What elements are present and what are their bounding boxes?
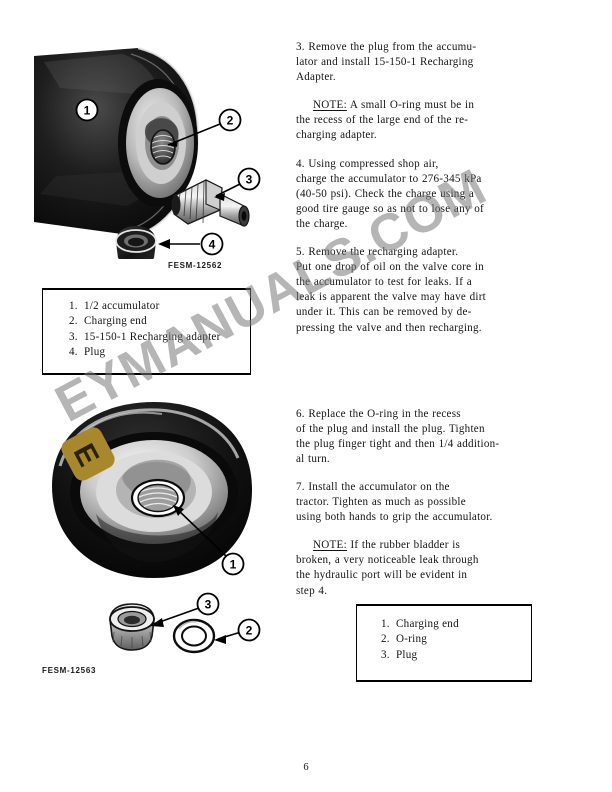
- legend-item: 3. 15-150-1 Recharging adapter: [69, 330, 250, 345]
- o-ring-part: [172, 618, 216, 654]
- paragraph-step-6: 6. Replace the O-ring in the recess of t…: [296, 407, 500, 465]
- svg-text:1: 1: [84, 104, 91, 118]
- plug-part: [115, 226, 157, 259]
- legend-item-number: 3.: [69, 330, 78, 343]
- legend-item-label: 1/2 accumulator: [84, 300, 160, 312]
- note-label: NOTE:: [313, 539, 347, 552]
- legend-item-label: 15-150-1 Recharging adapter: [84, 330, 221, 343]
- svg-text:2: 2: [246, 624, 253, 638]
- callout-1: 1: [75, 98, 99, 122]
- paragraph-step-4: 4. Using compressed shop air, charge the…: [296, 157, 484, 230]
- figure-accumulator-exploded: 1 2 3 4: [30, 44, 270, 259]
- svg-text:1: 1: [230, 558, 237, 572]
- page-number: 6: [303, 762, 309, 773]
- callout-3: 3: [150, 592, 220, 627]
- paragraph-step-5: 5. Remove the recharging adapter. Put on…: [296, 246, 487, 334]
- paragraph-step-7: 7. Install the accumulator on the tracto…: [296, 480, 493, 524]
- figure-caption-top: FESM-12562: [168, 261, 223, 270]
- column-gap-spacer: [296, 349, 558, 407]
- legend-item-number: 3.: [381, 648, 390, 661]
- note-label: NOTE:: [313, 99, 347, 112]
- legend-item-label: Plug: [396, 648, 418, 661]
- svg-text:3: 3: [246, 173, 253, 187]
- figure-caption-bottom: FESM-12563: [42, 666, 97, 675]
- legend-item-label: Charging end: [396, 618, 459, 630]
- accumulator-face: [118, 79, 198, 207]
- paragraph-note-1: NOTE: A small O-ring must be in the rece…: [296, 98, 558, 143]
- callout-4: 4: [158, 232, 224, 256]
- legend-item: 4. Plug: [69, 345, 250, 360]
- legend-list-top: 1. 1/2 accumulator 2. Charging end 3. 15-15…: [43, 290, 250, 370]
- legend-item: 2. Charging end: [69, 314, 250, 329]
- callout-1: 1: [173, 505, 245, 576]
- legend-list-bottom: 1. Charging end 2. O-ring 3. Plug: [357, 606, 531, 674]
- legend-box-top: 1. 1/2 accumulator 2. Charging end 3. 15-15…: [42, 288, 251, 375]
- legend-item-number: 2.: [381, 633, 390, 646]
- svg-text:3: 3: [205, 598, 212, 612]
- legend-item: 1. 1/2 accumulator: [69, 299, 250, 314]
- svg-text:4: 4: [209, 238, 216, 252]
- figure-accumulator-port: 1 3 2: [36, 396, 276, 666]
- callout-2: 2: [214, 618, 261, 644]
- accumulator-port-threads: [151, 135, 175, 159]
- recharging-adapter: [171, 179, 250, 227]
- legend-item-number: 1.: [69, 300, 78, 312]
- note-text: If the rubber bladder is broken, a very …: [296, 539, 479, 597]
- callout-2: 2: [167, 108, 242, 147]
- legend-item: 3. Plug: [381, 648, 531, 663]
- legend-item-label: Plug: [84, 346, 106, 359]
- legend-item: 1. Charging end: [381, 617, 531, 632]
- paragraph-note-2: NOTE: If the rubber bladder is broken, a…: [296, 538, 558, 598]
- legend-item-label: Charging end: [84, 315, 147, 328]
- paragraph-step-3: 3. Remove the plug from the accumu- lato…: [296, 41, 477, 84]
- note-text: A small O-ring must be in the recess of …: [296, 99, 475, 142]
- legend-item: 2. O-ring: [381, 632, 531, 647]
- callout-3: 3: [214, 167, 261, 201]
- procedure-text-column: 3. Remove the plug from the accumu- lato…: [296, 40, 558, 740]
- legend-item-number: 1.: [381, 618, 390, 630]
- legend-item-label: O-ring: [396, 633, 428, 646]
- legend-item-number: 2.: [69, 315, 78, 328]
- port-threads: [138, 487, 178, 508]
- plug-part-bottom: [109, 603, 155, 651]
- legend-item-number: 4.: [69, 346, 78, 359]
- svg-text:2: 2: [227, 114, 234, 128]
- legend-box-bottom: 1. Charging end 2. O-ring 3. Plug: [356, 604, 532, 682]
